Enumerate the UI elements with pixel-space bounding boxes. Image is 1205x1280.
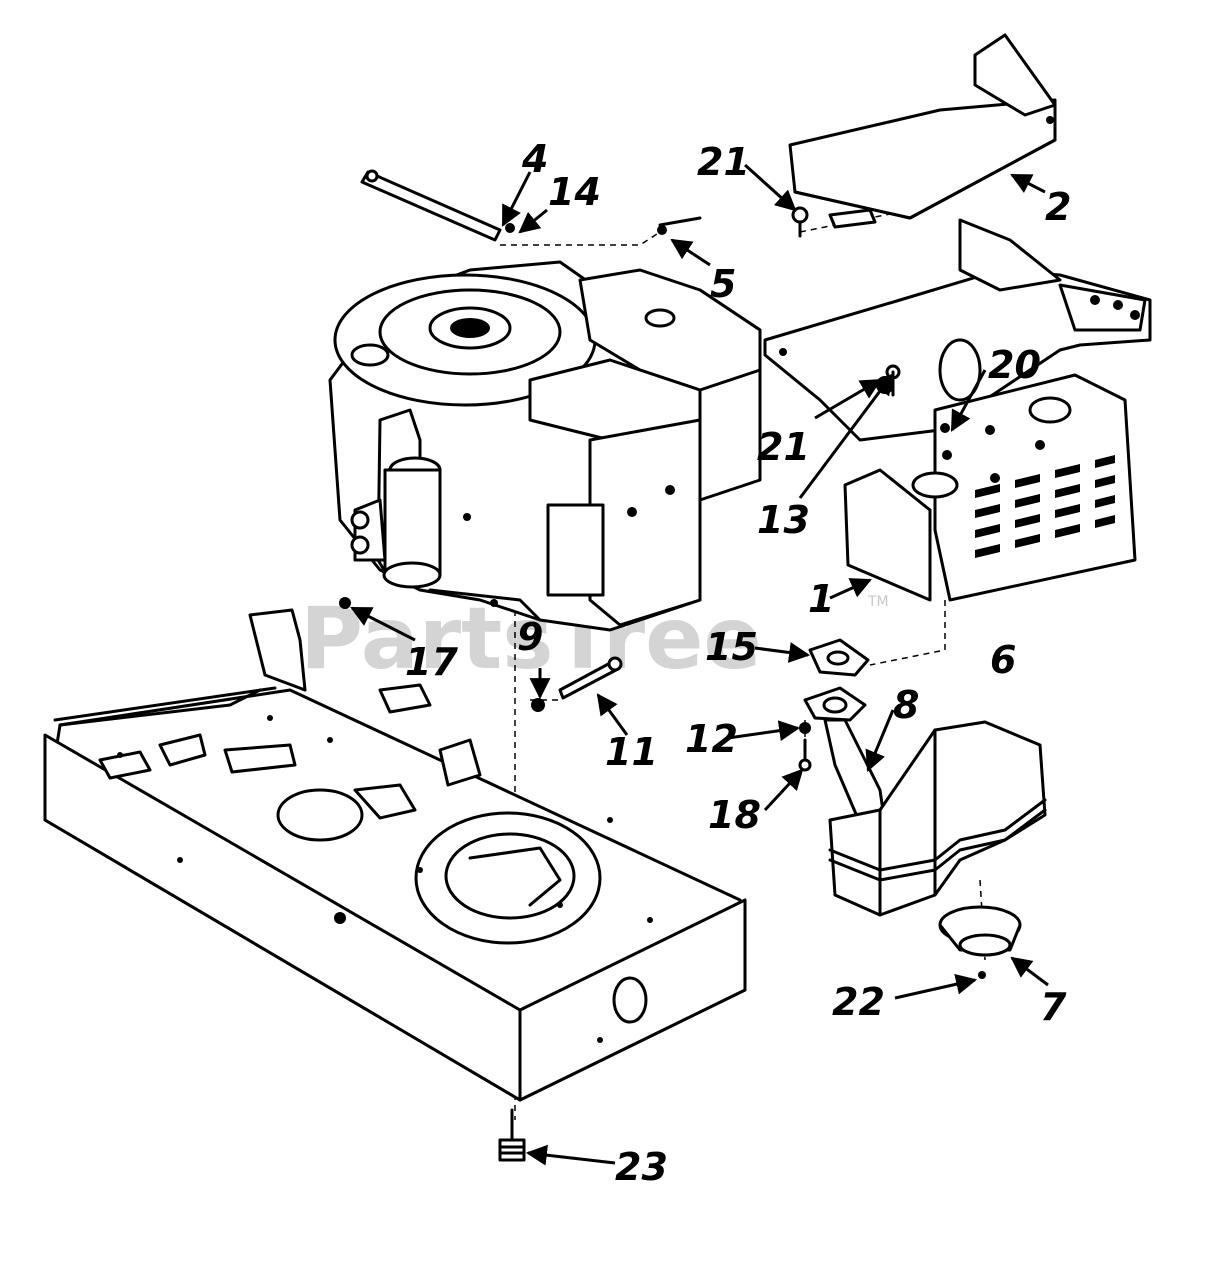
callout-8: 8	[893, 683, 919, 727]
part-21-bolt-upper	[791, 206, 809, 238]
part-1-muffler-guard	[843, 373, 1137, 602]
callout-21-lower: 21	[757, 425, 810, 469]
callout-22: 22	[832, 980, 885, 1024]
callout-arrows	[350, 163, 1049, 1166]
part-22-screw	[978, 971, 986, 979]
part-23-bolt	[498, 1108, 526, 1162]
callout-21-upper: 21	[697, 140, 750, 184]
part-5-screw	[657, 216, 702, 235]
callout-15: 15	[705, 625, 758, 669]
callout-7: 7	[1040, 985, 1067, 1029]
part-9-nut	[531, 698, 545, 712]
callout-1: 1	[808, 577, 834, 621]
callout-2: 2	[1045, 185, 1071, 229]
callout-6: 6	[990, 638, 1016, 682]
part-4-rod	[360, 169, 515, 242]
callout-labels: 1 2 4 5 6 7 8 9 11 12 13 14 15 17 18 20 …	[405, 137, 1071, 1189]
callout-13: 13	[757, 498, 810, 542]
watermark-trademark: TM	[867, 594, 889, 610]
part-7-deflector	[938, 905, 1022, 957]
callout-20: 20	[988, 343, 1041, 387]
part-2-shield	[788, 33, 1057, 229]
callout-14: 14	[548, 170, 601, 214]
engine-assembly	[328, 260, 762, 632]
frame-chassis	[43, 608, 747, 1102]
callout-23: 23	[615, 1145, 668, 1189]
callout-17: 17	[405, 640, 458, 684]
part-12-18-hardware	[798, 722, 812, 772]
callout-18: 18	[708, 793, 761, 837]
part-15-gasket	[808, 638, 870, 677]
part-6-muffler	[828, 720, 1047, 917]
part-11-bolt	[558, 656, 623, 700]
callout-5: 5	[710, 262, 736, 306]
guard-vents	[975, 455, 1115, 558]
callout-9: 9	[517, 615, 543, 659]
callout-11: 11	[605, 730, 658, 774]
callout-4: 4	[521, 137, 548, 181]
part-17-nut	[339, 597, 351, 609]
callout-12: 12	[685, 717, 738, 761]
